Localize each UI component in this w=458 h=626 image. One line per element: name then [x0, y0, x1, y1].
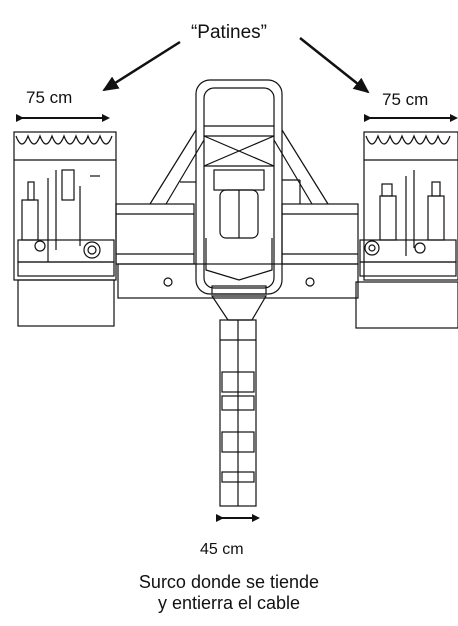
- caption-line-1: Surco donde se tiende: [138, 572, 320, 592]
- patines-label: “Patines”: [190, 22, 268, 43]
- caption-line-2: y entierra el cable: [157, 593, 301, 613]
- central-tower: [195, 79, 283, 295]
- trench-plough: [210, 295, 268, 507]
- caption: Surco donde se tiende y entierra el cabl…: [0, 572, 458, 614]
- trench-width-label: 45 cm: [200, 541, 244, 558]
- patines-arrow-right: [299, 37, 370, 94]
- right-skid: [355, 131, 458, 329]
- left-width-label: 75 cm: [26, 88, 73, 107]
- patines-arrow-left: [102, 40, 181, 92]
- right-beam: [281, 203, 359, 265]
- right-width-label: 75 cm: [382, 90, 429, 109]
- left-beam: [115, 203, 195, 265]
- crossbar: [117, 263, 359, 299]
- left-skid: [13, 131, 117, 327]
